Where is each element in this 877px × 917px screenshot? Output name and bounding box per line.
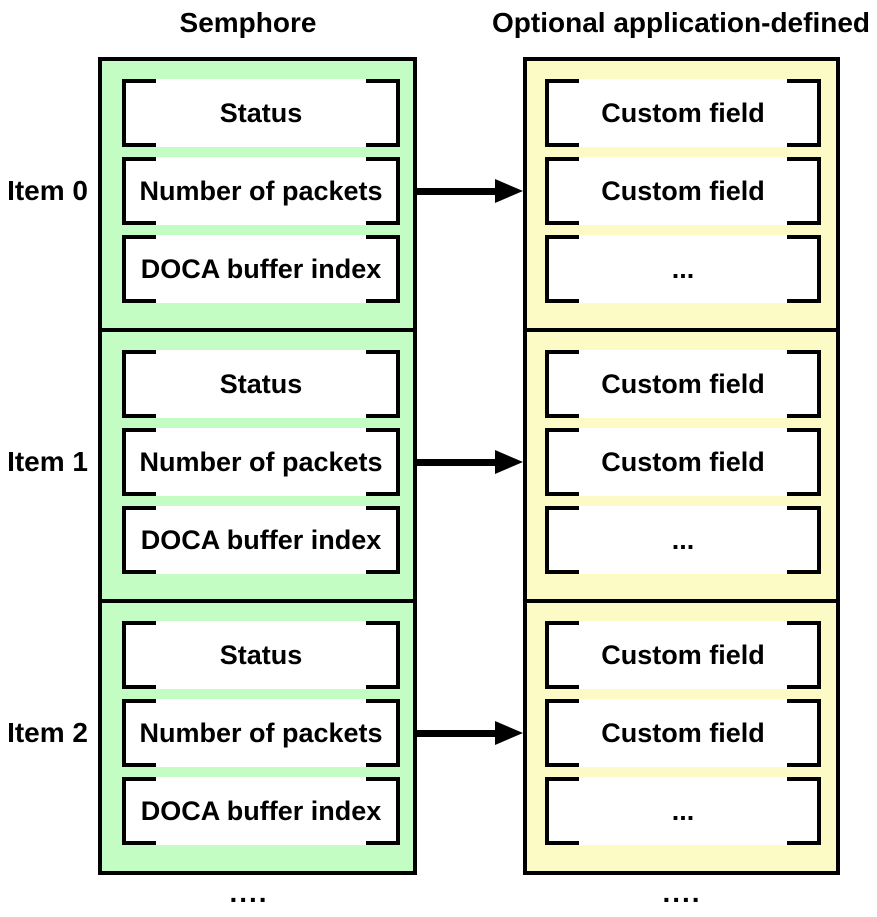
field-custom-1: Custom field	[545, 157, 821, 225]
field-more-ellipsis: ...	[545, 506, 821, 574]
field-more-ellipsis: ...	[545, 777, 821, 845]
arrow-right-icon	[417, 178, 523, 204]
field-doca-buffer-index: DOCA buffer index	[122, 506, 400, 574]
arrow-right-icon	[417, 449, 523, 475]
arrow-right-icon	[417, 720, 523, 746]
semaphore-continuation-ellipsis: ....	[229, 877, 269, 908]
arrow-shaft	[417, 730, 499, 737]
arrow-shaft	[417, 459, 499, 466]
custom-column-title: Optional application-defined	[492, 7, 870, 38]
field-status: Status	[122, 350, 400, 418]
field-number-of-packets: Number of packets	[122, 428, 400, 496]
arrow-shaft	[417, 188, 499, 195]
field-custom-0: Custom field	[545, 621, 821, 689]
field-status: Status	[122, 621, 400, 689]
arrow-head-icon	[495, 179, 523, 203]
item-1-label: Item 1	[7, 446, 88, 477]
semaphore-item-1-box: Status Number of packets DOCA buffer ind…	[98, 328, 417, 604]
semaphore-item-2-box: Status Number of packets DOCA buffer ind…	[98, 599, 417, 875]
field-number-of-packets: Number of packets	[122, 699, 400, 767]
field-number-of-packets: Number of packets	[122, 157, 400, 225]
item-2-label: Item 2	[7, 717, 88, 748]
custom-item-0-box: Custom field Custom field ...	[523, 57, 840, 333]
arrow-head-icon	[495, 721, 523, 745]
field-status: Status	[122, 79, 400, 147]
semaphore-column-title: Semphore	[179, 7, 317, 38]
custom-item-2-box: Custom field Custom field ...	[523, 599, 840, 875]
field-custom-0: Custom field	[545, 79, 821, 147]
custom-continuation-ellipsis: ....	[662, 877, 702, 908]
field-custom-1: Custom field	[545, 699, 821, 767]
field-doca-buffer-index: DOCA buffer index	[122, 235, 400, 303]
field-doca-buffer-index: DOCA buffer index	[122, 777, 400, 845]
semaphore-item-0-box: Status Number of packets DOCA buffer ind…	[98, 57, 417, 333]
field-custom-0: Custom field	[545, 350, 821, 418]
field-more-ellipsis: ...	[545, 235, 821, 303]
item-0-label: Item 0	[7, 175, 88, 206]
arrow-head-icon	[495, 450, 523, 474]
custom-item-1-box: Custom field Custom field ...	[523, 328, 840, 604]
field-custom-1: Custom field	[545, 428, 821, 496]
